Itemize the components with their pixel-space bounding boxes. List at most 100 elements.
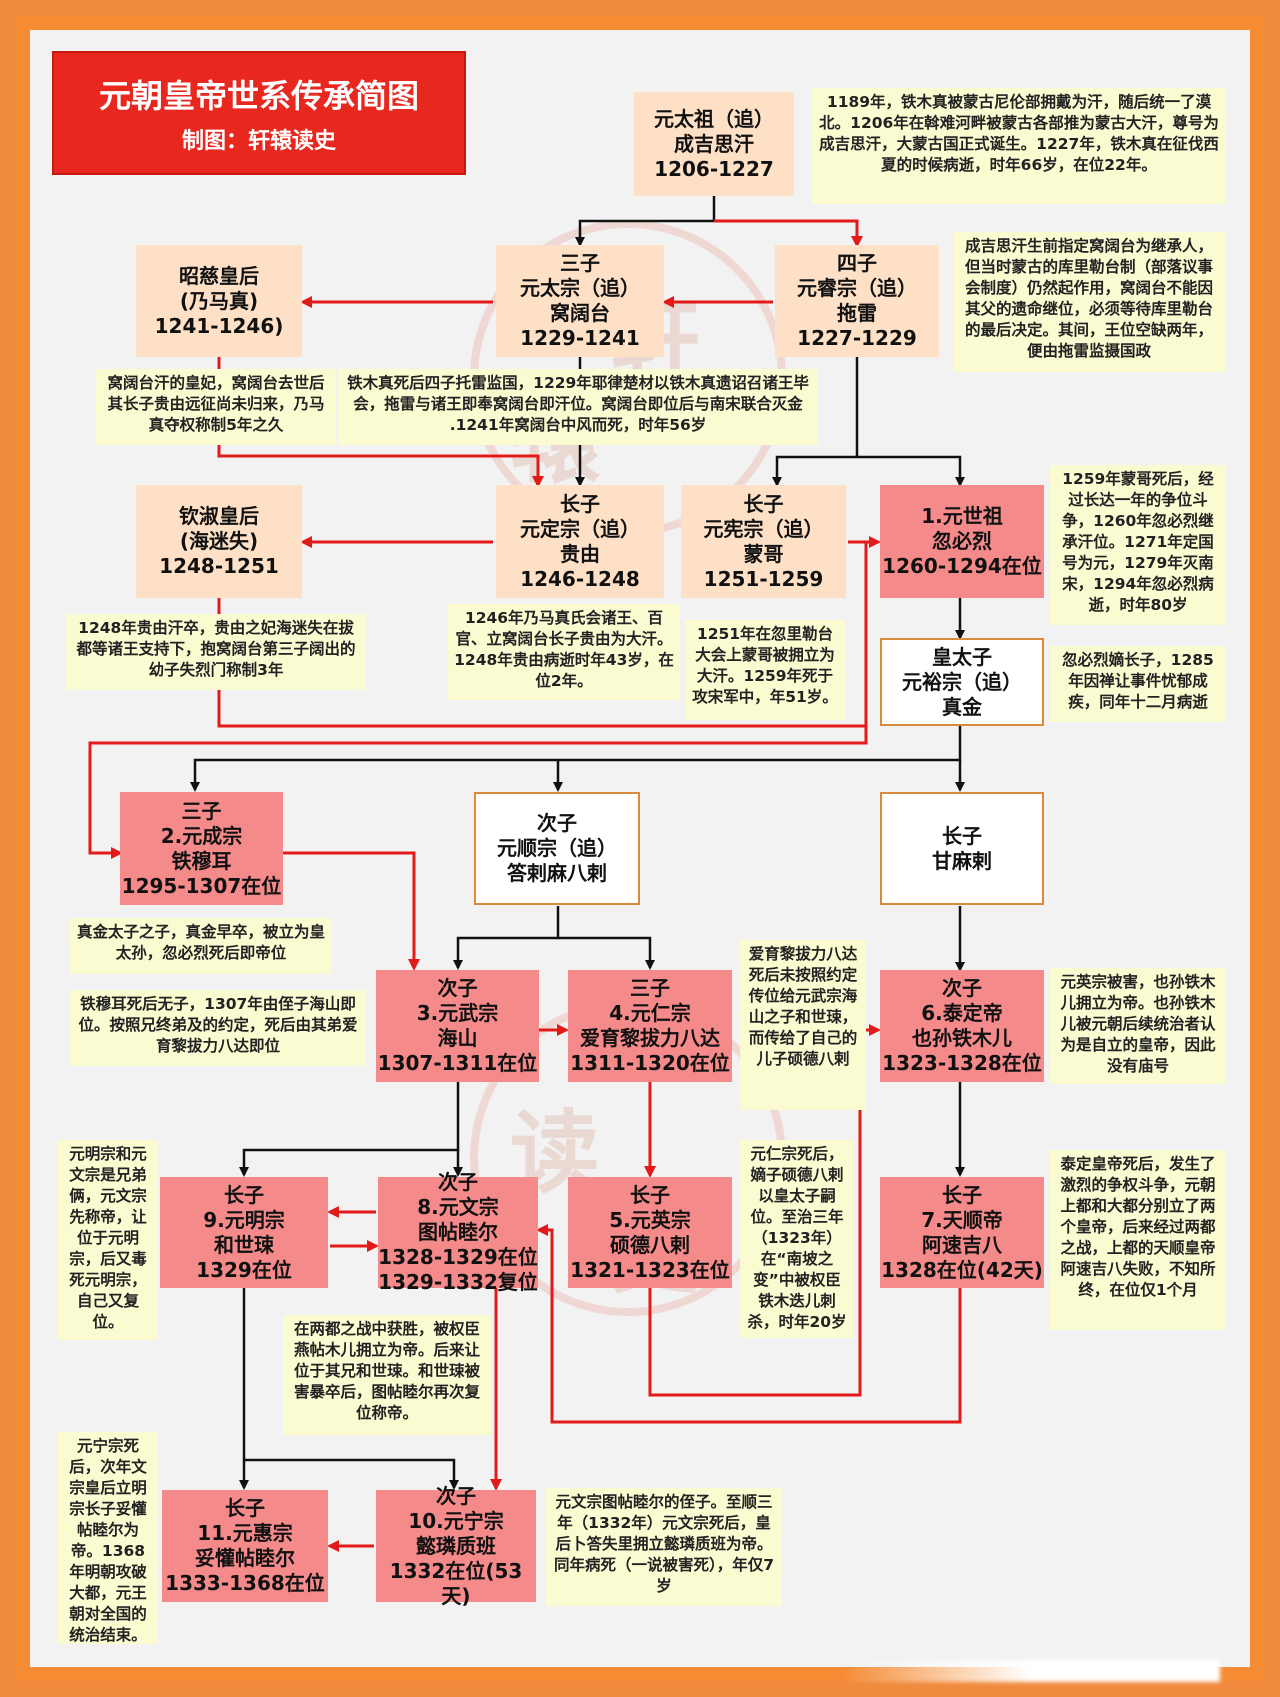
node-naimazhen: 昭慈皇后(乃马真)1241-1246) <box>136 245 302 357</box>
node-line: 爱育黎拔力八达 <box>580 1026 720 1050</box>
node-line: 窝阔台 <box>550 301 610 325</box>
node-line: 1311-1320在位 <box>570 1051 730 1075</box>
node-line: 成吉思汗 <box>674 131 754 156</box>
node-line: 1260-1294在位 <box>882 554 1042 578</box>
node-line: 长子 <box>743 491 784 516</box>
node-line: 5.元英宗 <box>609 1207 691 1232</box>
node-line: 也孙铁木儿 <box>912 1026 1012 1050</box>
node-line: 皇太子 <box>932 644 992 669</box>
node-line: 1328-1329在位 <box>378 1245 538 1269</box>
node-line: 次子 <box>537 811 577 835</box>
node-line: 答剌麻八剌 <box>507 861 607 885</box>
node-line: 贵由 <box>560 541 600 566</box>
line-tuolei-split <box>772 357 859 487</box>
node-line: 4.元仁宗 <box>609 1001 691 1025</box>
node-zhenjin: 皇太子元裕宗（追）真金 <box>880 638 1044 726</box>
note-hubilie: 1259年蒙哥死后，经过长达一年的争位斗争，1260年忽必烈继承汗位。1271年… <box>1050 465 1226 625</box>
node-line: 三子 <box>630 976 670 1000</box>
node-line: 长子 <box>942 1182 982 1207</box>
node-line: 元宪宗（追） <box>703 516 824 541</box>
line-zhenjin-sons <box>190 726 962 792</box>
bottom-fade <box>840 1660 1220 1682</box>
node-line: 1323-1328在位 <box>882 1051 1042 1075</box>
node-line: 长子 <box>630 1182 670 1207</box>
note-tuolei: 成吉思汗生前指定窝阔台为继承人，但当时蒙古的库里勒台制（部落议事会制度）仍然起作… <box>953 232 1225 372</box>
succession-shuodebala-yesun <box>648 1024 881 1397</box>
node-line: 3.元武宗 <box>416 1001 499 1025</box>
note-haishan-rule: 铁穆耳死后无子，1307年由侄子海山即位。按照兄终弟及的约定，死后由其弟爱育黎拔… <box>70 990 366 1066</box>
line-dalamabala-sons <box>453 906 560 970</box>
note-naimazhen: 窝阔台汗的皇妃，窝阔台去世后其长子贵由远征尚未归来，乃马真夺权称制5年之久 <box>96 369 336 445</box>
node-line: 长子 <box>560 491 600 516</box>
node-line: 蒙哥 <box>743 541 784 566</box>
node-line: 元太宗（追） <box>520 276 640 300</box>
node-line: 三子 <box>560 251 600 275</box>
node-line: 1206-1227 <box>654 156 774 181</box>
node-line: 懿璘质班 <box>416 1533 496 1558</box>
node-line: 和世㻋 <box>214 1232 274 1257</box>
node-line: 铁穆耳 <box>171 848 232 873</box>
node-line: 昭慈皇后 <box>179 263 259 288</box>
page-subtitle: 制图：轩辕读史 <box>181 129 336 154</box>
note-zhenjin: 忽必烈嫡长子，1285年因禅让事件忧郁成疾，同年十二月病逝 <box>1050 646 1226 722</box>
line-chengjisi-wokuotai <box>575 196 716 247</box>
node-line: 硕德八剌 <box>610 1232 690 1257</box>
node-line: 元裕宗（追） <box>902 669 1022 694</box>
node-line: (乃马真) <box>179 288 259 313</box>
node-line: 2.元成宗 <box>160 823 243 848</box>
node-line: 次子 <box>942 976 982 1000</box>
node-line: 7.天顺帝 <box>921 1207 1003 1232</box>
note-chengjisi: 1189年，铁木真被蒙古尼伦部拥戴为汗，随后统一了漠北。1206年在斡难河畔被蒙… <box>812 88 1226 204</box>
node-line: 三子 <box>181 798 222 823</box>
note-wokuotai: 铁木真死后四子托雷监国，1229年耶律楚材以铁木真遗诏召诸王毕会，拖雷与诸王即奉… <box>338 369 818 445</box>
node-haimishi: 钦淑皇后(海迷失)1248-1251 <box>136 485 302 598</box>
node-line: 忽必烈 <box>932 529 992 553</box>
node-line: 1227-1229 <box>797 326 917 350</box>
node-line: 6.泰定帝 <box>921 1001 1003 1025</box>
page-title: 元朝皇帝世系传承简图 <box>98 77 419 115</box>
note-aiyuli: 爱育黎拔力八达死后未按照约定传位给元武宗海山之子和世㻋，而传给了自己的儿子硕德八… <box>740 940 866 1110</box>
node-line: 次子 <box>438 1170 478 1194</box>
node-line: 9.元明宗 <box>203 1207 285 1232</box>
note-tutiemuer: 在两都之战中获胜，被权臣燕帖木儿拥立为帝。后来让位于其兄和世㻋。和世㻋被害暴卒后… <box>283 1315 491 1435</box>
succession-hubilie-tiemuer <box>88 570 868 859</box>
note-guiyou: 1246年乃马真氏会诸王、百官、立窝阔台长子贵由为大汗。1248年贵由病逝时年4… <box>448 604 680 700</box>
node-line: 1241-1246) <box>154 313 284 338</box>
note-mengge: 1251年在忽里勒台大会上蒙哥被拥立为大汗。1259年死于攻宋军中，年51岁。 <box>685 620 845 720</box>
node-line: 元太祖（追） <box>654 106 774 131</box>
node-line: 1248-1251 <box>159 554 279 578</box>
node-line: 元睿宗（追） <box>797 276 917 300</box>
node-line: 元定宗（追） <box>520 516 640 541</box>
line-heshila-yilinzhiban <box>244 1458 459 1490</box>
node-line: 1333-1368在位 <box>165 1571 325 1595</box>
node-line: 妥懽帖睦尔 <box>195 1546 295 1570</box>
note-tiemuer: 真金太子之子，真金早卒，被立为皇太孙，忽必烈死后即帝位 <box>70 918 332 974</box>
line-haishan-sons <box>239 1082 460 1177</box>
node-line: 1328在位(42天) <box>881 1257 1043 1282</box>
node-line: 1307-1311在位 <box>377 1051 538 1075</box>
line-dalamabala-aiyuli <box>558 936 655 970</box>
node-line: 8.元文宗 <box>417 1195 499 1219</box>
node-line: 次子 <box>437 976 478 1000</box>
node-line: 1229-1241 <box>520 326 640 350</box>
node-line: 元顺宗（追） <box>497 836 617 860</box>
node-line: 1246-1248 <box>520 566 640 591</box>
node-line: 四子 <box>837 251 877 275</box>
node-line: 长子 <box>224 1182 264 1207</box>
node-line: 次子 <box>436 1483 476 1508</box>
